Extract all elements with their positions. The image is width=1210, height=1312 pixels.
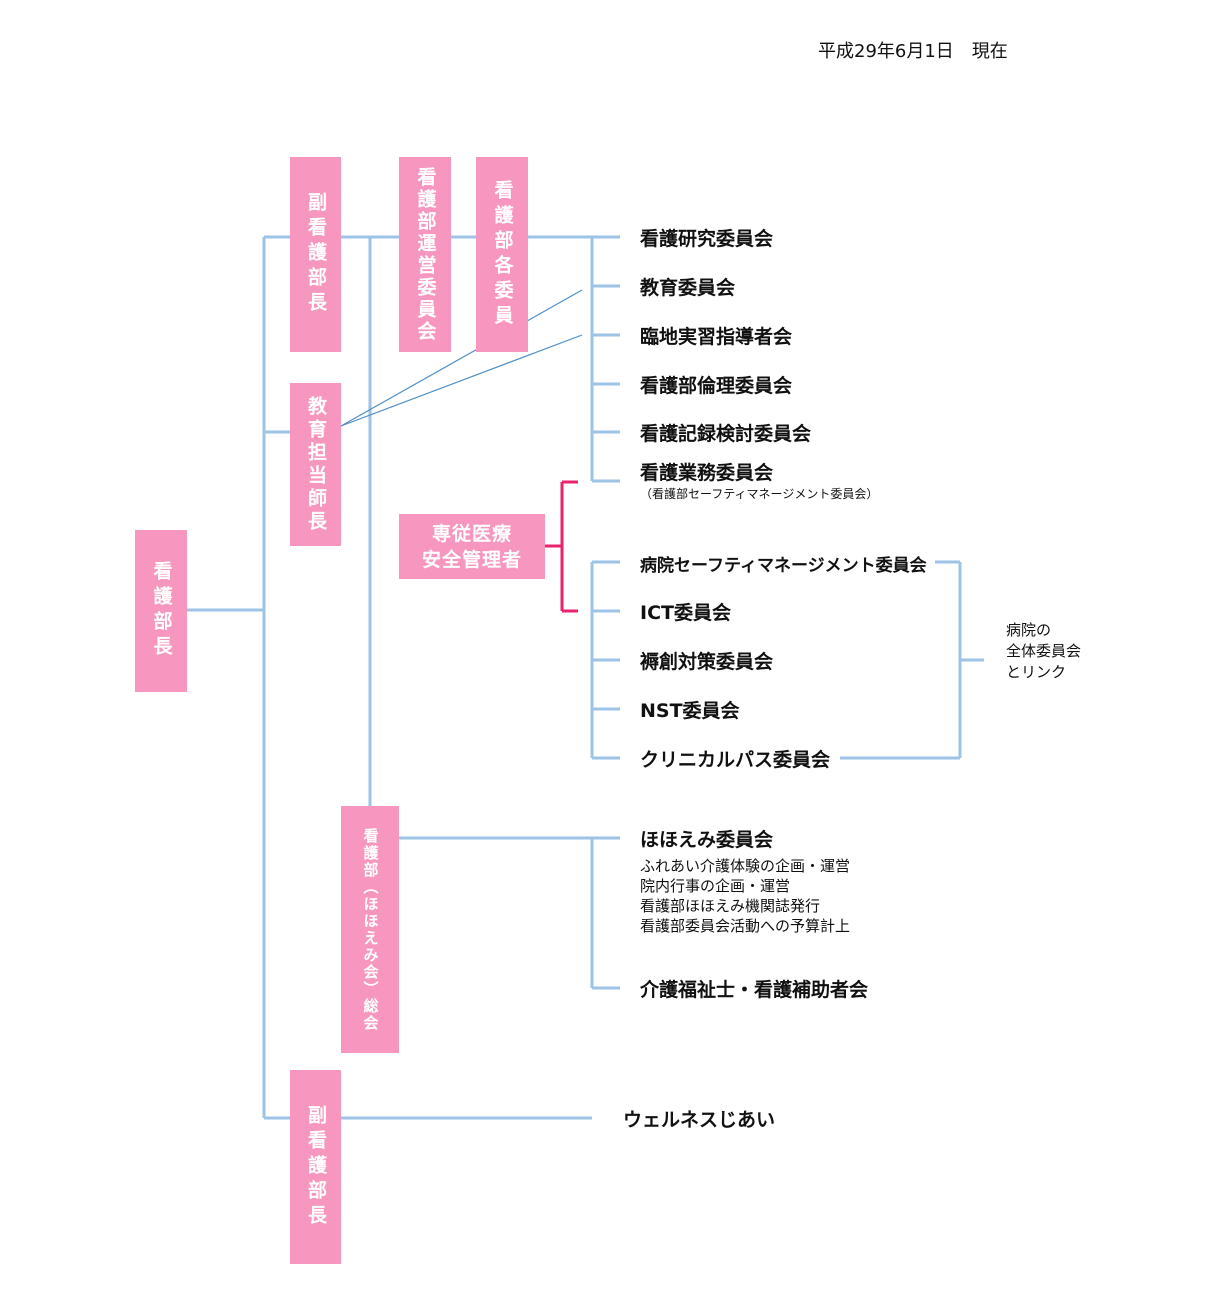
committee-clinical-training: 臨地実習指導者会: [640, 326, 793, 348]
hohoemi-assembly-label: 看護部（ほほえみ会）総会: [361, 827, 380, 1032]
hospital-link-line-2: 全体委員会: [1006, 642, 1082, 660]
hohoemi-committee-title: ほほえみ委員会: [640, 829, 774, 851]
operations-committee-label: 看護部運営委員会: [414, 166, 437, 343]
date-label: 平成29年6月1日 現在: [818, 41, 1008, 62]
wellness-jiai: ウェルネスじあい: [623, 1109, 776, 1131]
hospital-link-note: 病院の 全体委員会 とリンク: [1006, 620, 1081, 683]
committee-members-label: 看護部各委員: [491, 179, 514, 330]
hohoemi-activity-item: 看護部委員会活動への予算計上: [640, 917, 851, 935]
safety-manager-box: 専従医療 安全管理者: [399, 514, 545, 579]
committee-nursing-business: 看護業務委員会: [640, 462, 774, 484]
safety-manager-line-1: 専従医療: [431, 522, 512, 545]
hospital-committee-clinical-path: クリニカルパス委員会: [640, 749, 831, 771]
committee-nursing-research: 看護研究委員会: [640, 228, 774, 250]
hospital-committee-safety: 病院セーフティマネージメント委員会: [640, 556, 927, 576]
safety-bracket: [545, 480, 578, 613]
hohoemi-activity-item: 院内行事の企画・運営: [640, 877, 791, 895]
director-box: 看護部長: [135, 530, 187, 692]
operations-committee-box: 看護部運営委員会: [399, 157, 451, 352]
committee-education: 教育委員会: [640, 277, 736, 299]
deputy-director-bottom-box: 副看護部長: [290, 1070, 341, 1264]
hohoemi-assembly-box: 看護部（ほほえみ会）総会: [341, 806, 399, 1053]
safety-manager-line-2: 安全管理者: [421, 548, 522, 571]
deputy-director-top-label: 副看護部長: [305, 192, 327, 317]
education-link-lines: [340, 289, 583, 427]
director-label: 看護部長: [150, 561, 173, 661]
hospital-committee-nst: NST委員会: [640, 700, 740, 722]
education-head-box: 教育担当師長: [290, 383, 341, 546]
education-head-label: 教育担当師長: [305, 395, 327, 534]
hospital-link-line-1: 病院の: [1006, 621, 1052, 639]
hospital-committee-pressure-ulcer: 褥創対策委員会: [640, 651, 774, 673]
hohoemi-activity-item: 看護部ほほえみ機関誌発行: [640, 897, 821, 915]
hohoemi-activity-list: ふれあい介護体験の企画・運営 院内行事の企画・運営 看護部ほほえみ機関誌発行 看…: [640, 856, 850, 936]
deputy-director-top-box: 副看護部長: [290, 157, 341, 352]
connector-lines: [187, 235, 984, 1120]
committee-members-box: 看護部各委員: [476, 157, 528, 352]
committee-nursing-business-sub: （看護部セーフティマネージメント委員会）: [640, 487, 879, 501]
deputy-director-bottom-label: 副看護部長: [305, 1104, 327, 1230]
hospital-committee-ict: ICT委員会: [640, 602, 731, 624]
hohoemi-activity-item: ふれあい介護体験の企画・運営: [640, 857, 851, 875]
committee-records: 看護記録検討委員会: [640, 423, 812, 445]
caregiver-committee: 介護福祉士・看護補助者会: [640, 979, 869, 1001]
committee-ethics: 看護部倫理委員会: [640, 375, 793, 397]
hospital-link-line-3: とリンク: [1006, 663, 1067, 681]
